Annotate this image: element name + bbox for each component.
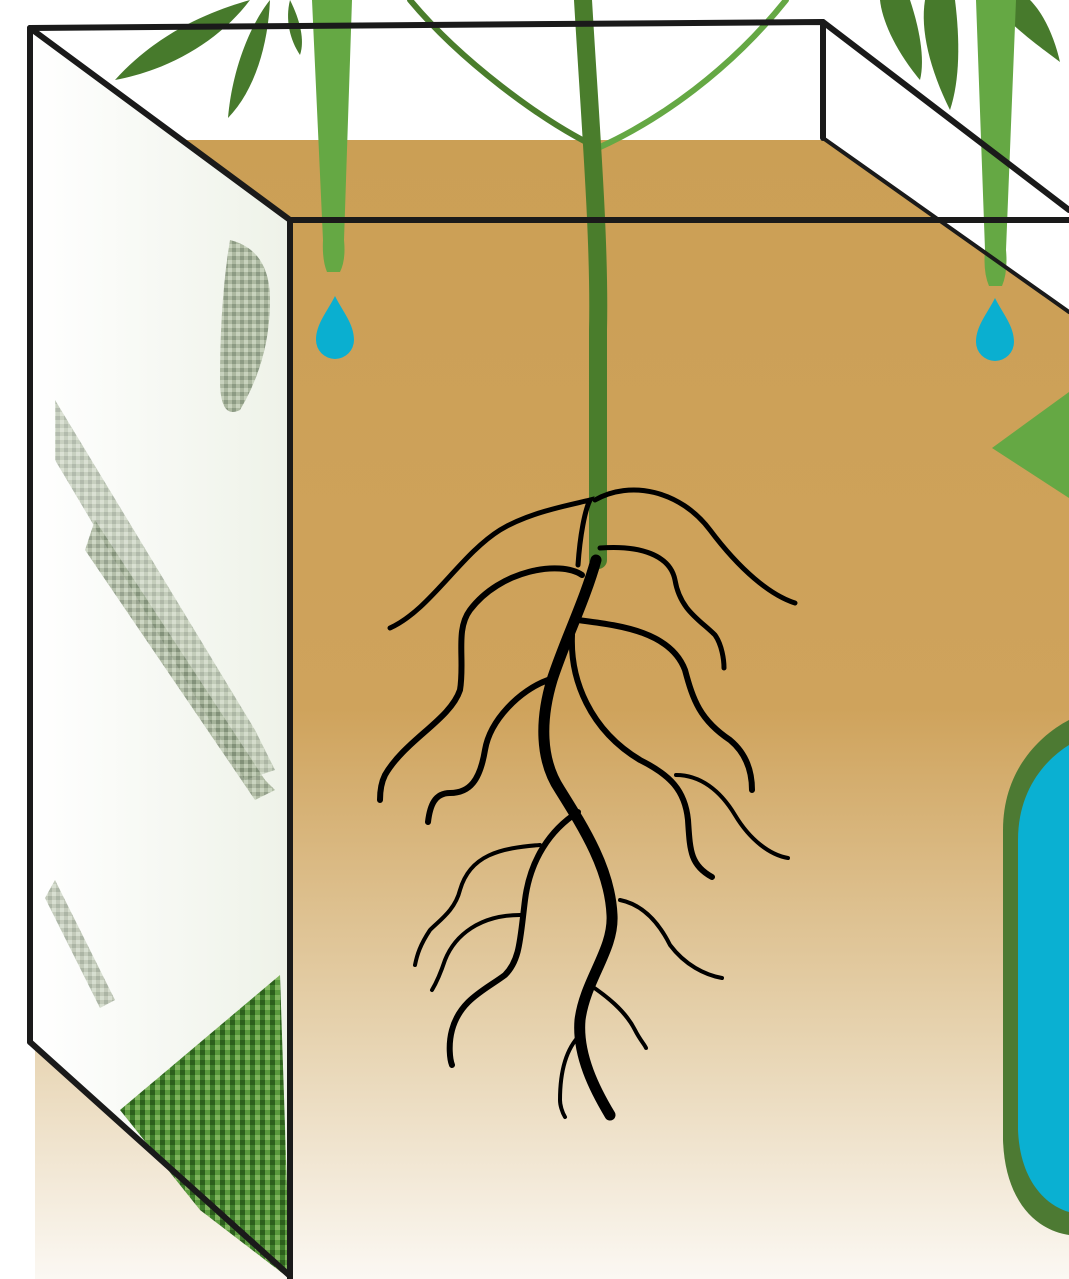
reservoir-icon [1003,720,1069,1235]
